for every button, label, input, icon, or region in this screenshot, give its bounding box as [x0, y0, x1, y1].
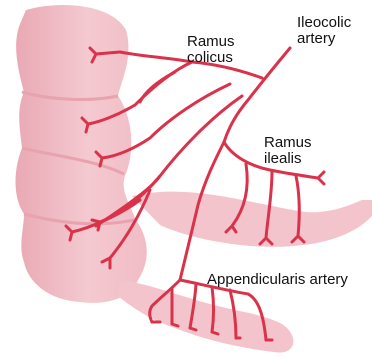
ascending-colon	[16, 5, 147, 303]
colic-vessel	[96, 52, 120, 54]
ramus-ilealis-label: Ramus ilealis	[264, 135, 312, 167]
ileocolic-artery-label-line1: Ileocolic	[297, 15, 351, 31]
ileal-vessel	[318, 172, 324, 184]
ramus-colicus-label: Ramus colicus	[187, 34, 235, 66]
ileocolic-artery-label-line2: artery	[297, 31, 351, 47]
appendicularis-artery-label: Appendicularis artery	[207, 272, 348, 288]
appendicular-vessel	[212, 287, 214, 332]
appendix	[118, 280, 293, 353]
colic-vessel	[140, 72, 175, 102]
ileum	[132, 192, 372, 247]
ramus-ilealis-label-line1: Ramus	[264, 135, 312, 151]
ramus-colicus-label-line1: Ramus	[187, 34, 235, 50]
ramus-ilealis-label-line2: ilealis	[264, 151, 312, 167]
ileocolic-artery-label: Ileocolic artery	[297, 15, 351, 47]
ramus-colicus-label-line2: colicus	[187, 50, 235, 66]
